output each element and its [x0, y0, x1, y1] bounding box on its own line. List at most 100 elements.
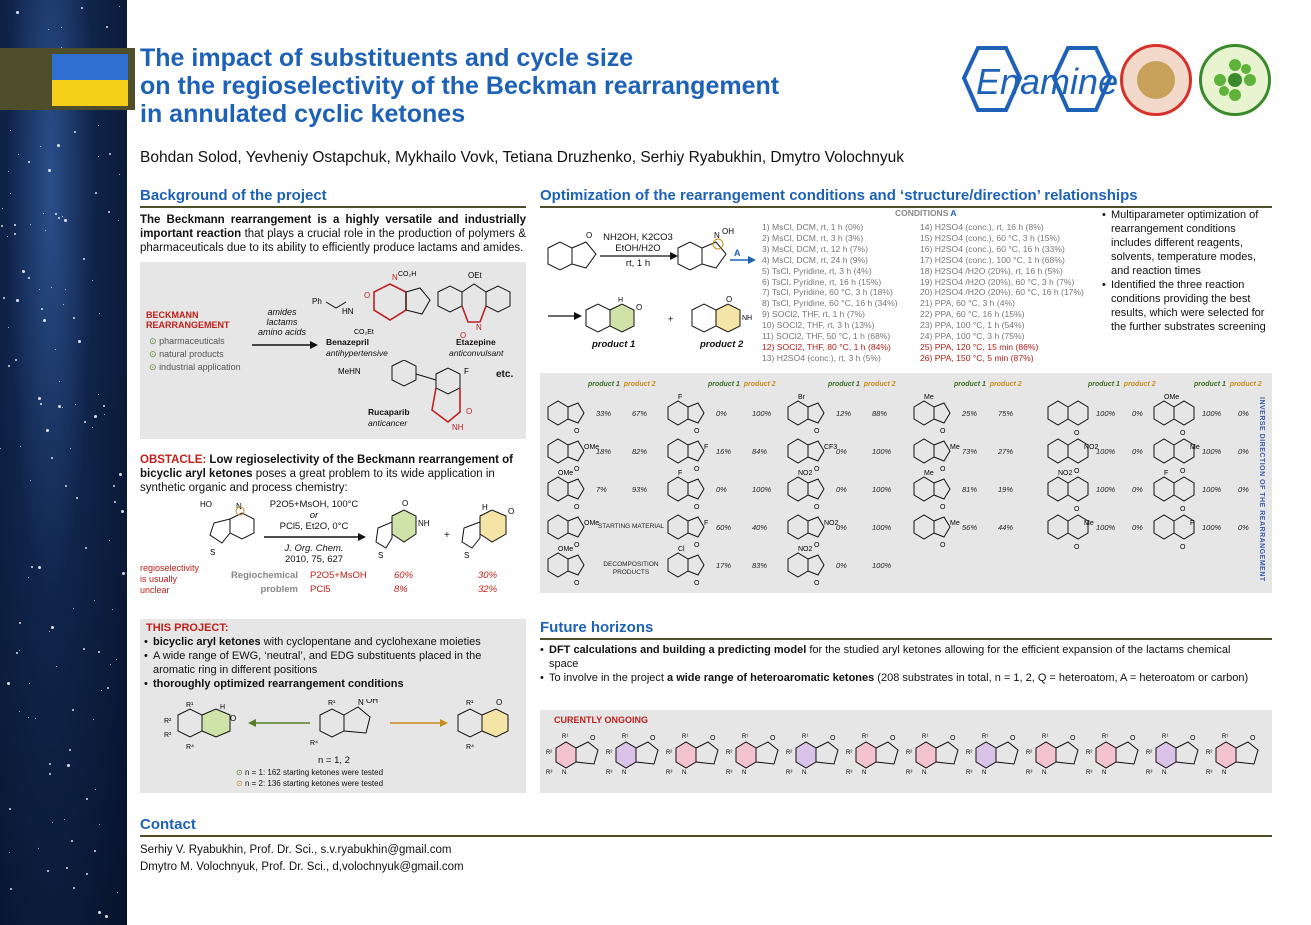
star	[104, 414, 105, 415]
enamine-logo-text: Enamine	[976, 61, 1118, 102]
results-row-values: 56%44%	[962, 523, 1014, 532]
star	[116, 659, 117, 660]
star	[31, 566, 33, 568]
svg-text:Me: Me	[1084, 520, 1094, 527]
svg-text:O: O	[814, 428, 820, 435]
svg-text:R³: R³	[666, 770, 672, 776]
results-column-header: product 1 product 2	[828, 381, 896, 388]
svg-text:N: N	[476, 323, 482, 332]
star	[10, 888, 12, 890]
product-2-label: product 2	[700, 339, 744, 350]
star	[119, 473, 122, 476]
future-bullets: DFT calculations and building a predicti…	[540, 643, 1260, 685]
svg-text:OH: OH	[722, 227, 734, 236]
svg-text:NH: NH	[418, 519, 430, 528]
svg-text:R³: R³	[966, 770, 972, 776]
star	[117, 892, 118, 893]
star	[84, 421, 86, 423]
results-row-values: STARTING MATERIAL	[597, 523, 665, 530]
results-row-values: 0%100%	[836, 447, 892, 456]
star	[73, 608, 74, 609]
condition-entry: 12) SOCl2, THF, 80 °C, 1 h (84%)	[762, 341, 891, 352]
results-row-values: 100%0%	[1096, 523, 1143, 532]
star	[83, 258, 85, 260]
contact-heading: Contact	[140, 816, 196, 833]
condition-entry: 24) PPA, 100 °C, 3 h (75%)	[920, 331, 1025, 342]
star	[28, 717, 29, 718]
svg-text:R²: R²	[1026, 750, 1032, 756]
plus-sign: +	[444, 530, 450, 541]
svg-text:H: H	[220, 704, 225, 711]
star	[72, 709, 74, 711]
svg-text:R³: R³	[1026, 770, 1032, 776]
star	[51, 287, 52, 288]
contact-line: Serhiy V. Ryabukhin, Prof. Dr. Sci., s.v…	[140, 844, 452, 856]
star	[39, 289, 40, 290]
svg-text:O: O	[940, 504, 946, 511]
svg-text:HO: HO	[200, 500, 212, 509]
star	[8, 327, 9, 328]
svg-text:R¹: R¹	[922, 734, 928, 740]
svg-text:O: O	[1074, 430, 1080, 437]
results-row-values: 100%0%	[1096, 409, 1143, 418]
svg-text:O: O	[460, 331, 466, 340]
condition-entry: 10) SOCl2, THF, rt, 3 h (13%)	[762, 320, 875, 331]
star	[121, 510, 124, 513]
star	[103, 405, 105, 407]
svg-text:R³: R³	[606, 770, 612, 776]
svg-text:CO₂H: CO₂H	[398, 271, 416, 278]
star	[43, 213, 44, 214]
svg-text:O: O	[814, 504, 820, 511]
condition-entry: 25) PPA, 120 °C, 15 min (86%)	[920, 341, 1039, 352]
lactam-b-structure: S H O	[461, 503, 514, 560]
svg-text:HN: HN	[342, 307, 354, 316]
condition-entry: 3) MsCl, DCM, rt, 12 h (7%)	[762, 243, 869, 254]
svg-text:O: O	[496, 699, 502, 707]
substrate-structure: OF	[667, 514, 708, 549]
star	[58, 217, 60, 219]
svg-text:R¹: R¹	[186, 702, 194, 709]
condition-a-label: A	[734, 248, 741, 258]
svg-text:F: F	[464, 367, 469, 376]
svg-text:R³: R³	[906, 770, 912, 776]
ongoing-label: CURENTLY ONGOING	[554, 715, 649, 725]
svg-text:R³: R³	[726, 770, 732, 776]
star	[69, 749, 71, 751]
svg-text:Me: Me	[924, 470, 934, 477]
svg-text:R³: R³	[1206, 770, 1212, 776]
project-counts: ⊙ n = 1: 162 starting ketones were teste…	[236, 768, 384, 788]
star	[66, 867, 68, 869]
svg-text:NH: NH	[452, 423, 464, 432]
star	[62, 216, 63, 217]
svg-text:Cl: Cl	[678, 546, 685, 553]
svg-text:R¹: R¹	[328, 700, 336, 707]
star	[107, 687, 109, 689]
star	[10, 130, 11, 131]
svg-text:R¹: R¹	[466, 700, 474, 707]
star	[110, 664, 111, 665]
svg-text:O: O	[466, 407, 472, 416]
results-row-values: 100%0%	[1202, 485, 1249, 494]
etazepine-structure: OEt N O	[437, 271, 511, 340]
svg-text:N: N	[1162, 770, 1166, 776]
background-intro: The Beckmann rearrangement is a highly v…	[140, 214, 526, 254]
svg-text:O: O	[230, 714, 236, 723]
star	[65, 485, 67, 487]
svg-text:O: O	[636, 303, 642, 312]
substrate-structure: OMe	[913, 438, 960, 473]
background-rule	[140, 206, 526, 208]
svg-text:R⁴: R⁴	[466, 744, 474, 751]
star	[114, 501, 116, 503]
svg-text:O: O	[814, 580, 820, 587]
